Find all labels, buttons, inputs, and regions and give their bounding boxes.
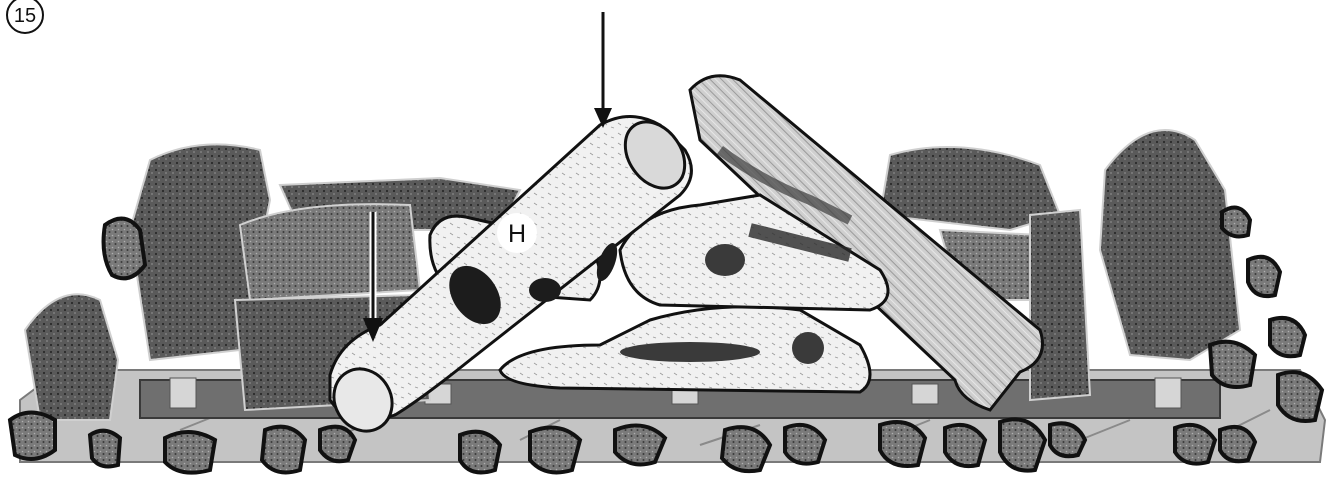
- part-label-H: H: [497, 213, 537, 253]
- lower-log: [500, 307, 870, 392]
- part-label-text: H: [508, 220, 526, 248]
- step-number-badge: 15: [7, 0, 43, 33]
- down-arrow-top: [594, 12, 612, 128]
- step-number: 15: [14, 5, 36, 27]
